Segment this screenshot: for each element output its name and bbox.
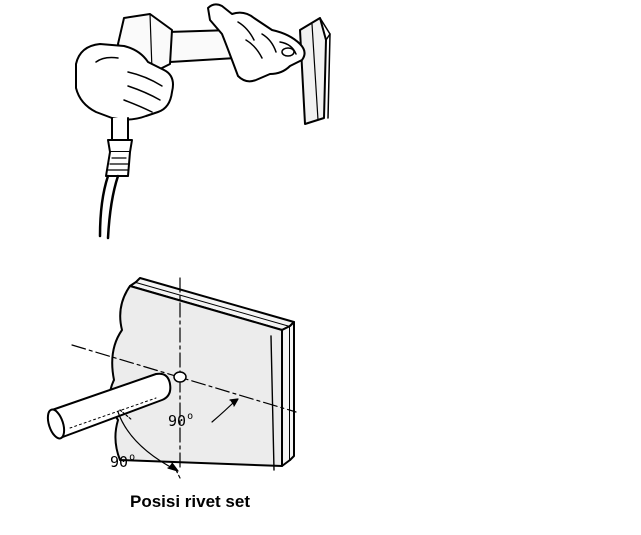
rivet-hole — [173, 371, 187, 383]
figure-caption: Posisi rivet set — [129, 492, 250, 511]
stacked-plates — [108, 277, 295, 471]
angle-arc-right — [211, 398, 239, 423]
angle-label-bottom: 90o — [110, 452, 136, 471]
rivet-set-position-drawing — [46, 277, 297, 479]
right-hand — [207, 3, 306, 83]
rivet-set-tool — [46, 372, 172, 440]
air-hose — [98, 117, 133, 240]
degree-mark: o — [187, 411, 194, 422]
angle-label-right: 90o — [168, 411, 194, 430]
degree-mark: o — [129, 452, 136, 463]
left-hand — [75, 43, 174, 121]
workpiece-plate-top — [299, 17, 331, 125]
angle-arc-bottom — [117, 409, 181, 479]
angle-value: 90 — [168, 412, 187, 430]
riveting-tool-drawing — [75, 3, 331, 240]
angle-value: 90 — [110, 453, 129, 471]
